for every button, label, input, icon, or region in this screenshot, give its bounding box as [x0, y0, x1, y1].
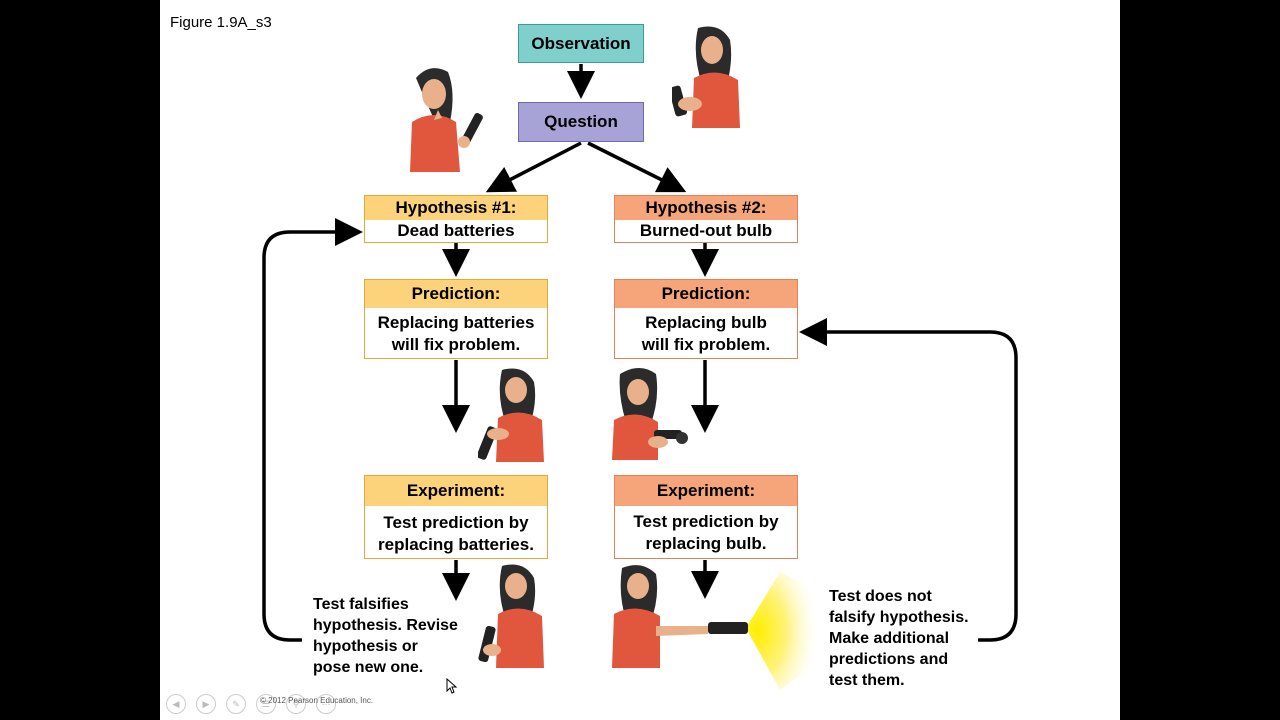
prediction-2-line1: Replacing bulb [645, 313, 767, 332]
slide: Figure 1.9A_s3 [160, 0, 1120, 720]
experiment-2-line1: Test prediction by [633, 512, 779, 531]
person-thinking-icon [410, 68, 483, 172]
note-right: Test does not falsify hypothesis. Make a… [829, 586, 969, 691]
experiment-1-line1: Test prediction by [383, 513, 529, 532]
arrow-question-h2 [587, 141, 687, 193]
experiment-1-line2: replacing batteries. [378, 535, 534, 554]
loop-right [799, 318, 1018, 642]
note-left-line: pose new one. [313, 659, 424, 676]
person-bulb-icon [612, 368, 688, 460]
observation-box: Observation [518, 24, 644, 63]
hypothesis-1-text: Dead batteries [365, 220, 547, 242]
zoom-icon[interactable]: ⚲ [286, 694, 306, 714]
prediction-1-line1: Replacing batteries [377, 313, 535, 332]
experiment-2-line2: replacing bulb. [645, 534, 767, 553]
prediction-1-title: Prediction: [365, 280, 547, 308]
figure-label: Figure 1.9A_s3 [170, 14, 272, 31]
person-disappointed-icon [478, 564, 544, 668]
prediction-2-title: Prediction: [615, 280, 797, 308]
copyright: © 2012 Pearson Education, Inc. [260, 696, 374, 705]
experiment-1-title: Experiment: [365, 476, 547, 506]
menu-icon[interactable]: ☰ [256, 694, 276, 714]
hypothesis-1-box: Hypothesis #1: Dead batteries [364, 195, 548, 243]
person-batteries-icon [478, 368, 544, 462]
more-icon[interactable]: ⋯ [316, 694, 336, 714]
loop-left [262, 218, 363, 642]
prediction-1-box: Prediction: Replacing batteries will fix… [364, 279, 548, 359]
hypothesis-2-box: Hypothesis #2: Burned-out bulb [614, 195, 798, 243]
note-right-line: falsify hypothesis. [829, 609, 969, 626]
note-right-line: predictions and [829, 651, 949, 668]
prediction-2-box: Prediction: Replacing bulb will fix prob… [614, 279, 798, 359]
cursor-icon [446, 678, 458, 694]
hypothesis-2-title: Hypothesis #2: [615, 196, 797, 220]
note-left-line: hypothesis or [313, 638, 418, 655]
next-icon[interactable]: ▶ [196, 694, 216, 714]
hypothesis-1-title: Hypothesis #1: [365, 196, 547, 220]
light-beam [746, 572, 822, 690]
note-left-line: hypothesis. Revise [313, 617, 458, 634]
question-box: Question [518, 102, 644, 142]
experiment-2-box: Experiment: Test prediction by replacing… [614, 475, 798, 559]
experiment-1-box: Experiment: Test prediction by replacing… [364, 475, 548, 559]
prediction-1-line2: will fix problem. [391, 335, 521, 354]
prev-icon[interactable]: ◀ [166, 694, 186, 714]
note-right-line: Make additional [829, 630, 950, 647]
arrow-question-h1 [485, 141, 582, 193]
note-right-line: test them. [829, 672, 905, 689]
flow-arrows [262, 64, 1018, 690]
person-success-icon [612, 565, 748, 668]
note-right-line: Test does not [829, 588, 932, 605]
prediction-2-line2: will fix problem. [641, 335, 771, 354]
hypothesis-2-text: Burned-out bulb [615, 220, 797, 242]
person-flashlight-icon [672, 26, 740, 128]
note-left: Test falsifies hypothesis. Revise hypoth… [313, 594, 458, 678]
pen-icon[interactable]: ✎ [226, 694, 246, 714]
experiment-2-title: Experiment: [615, 476, 797, 506]
note-left-line: Test falsifies [313, 596, 409, 613]
